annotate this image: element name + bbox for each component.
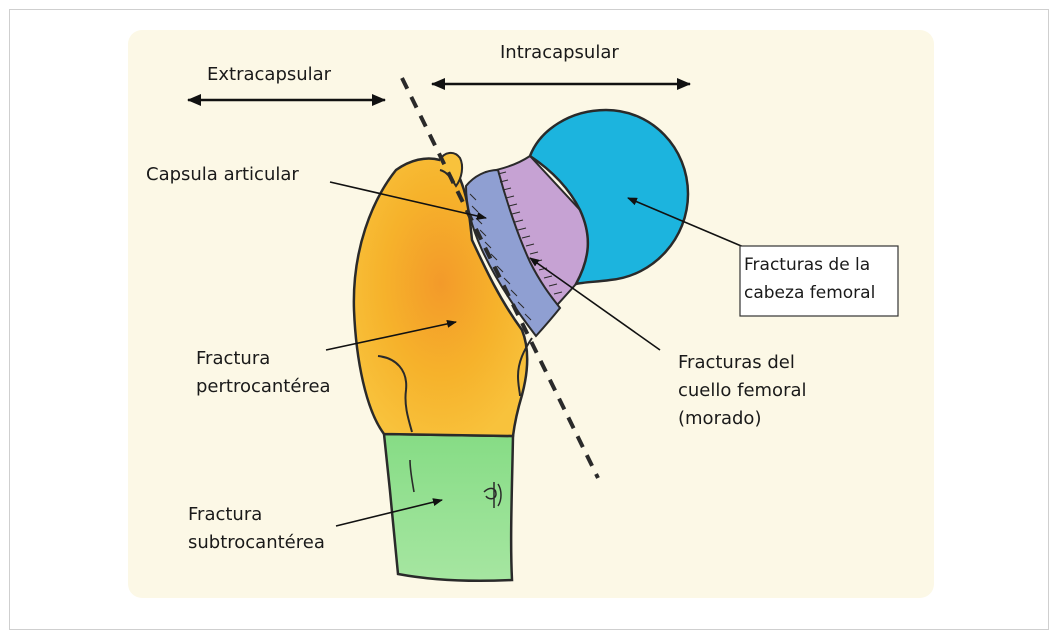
- capsula-articular-label: Capsula articular: [146, 164, 299, 185]
- neck-label-line2: cuello femoral: [678, 380, 807, 401]
- neck-label-line3: (morado): [678, 408, 761, 429]
- subtro-label-line1: Fractura: [188, 504, 262, 525]
- pertro-label-line1: Fractura: [196, 348, 270, 369]
- head-fracture-label-line1: Fracturas de la: [744, 255, 870, 275]
- neck-label-line1: Fracturas del: [678, 352, 795, 373]
- subtro-label-line2: subtrocantérea: [188, 532, 325, 553]
- intracapsular-label: Intracapsular: [500, 42, 619, 63]
- head-fracture-label-line2: cabeza femoral: [744, 283, 875, 303]
- pertro-label-line2: pertrocantérea: [196, 376, 331, 397]
- extracapsular-label: Extracapsular: [207, 64, 332, 85]
